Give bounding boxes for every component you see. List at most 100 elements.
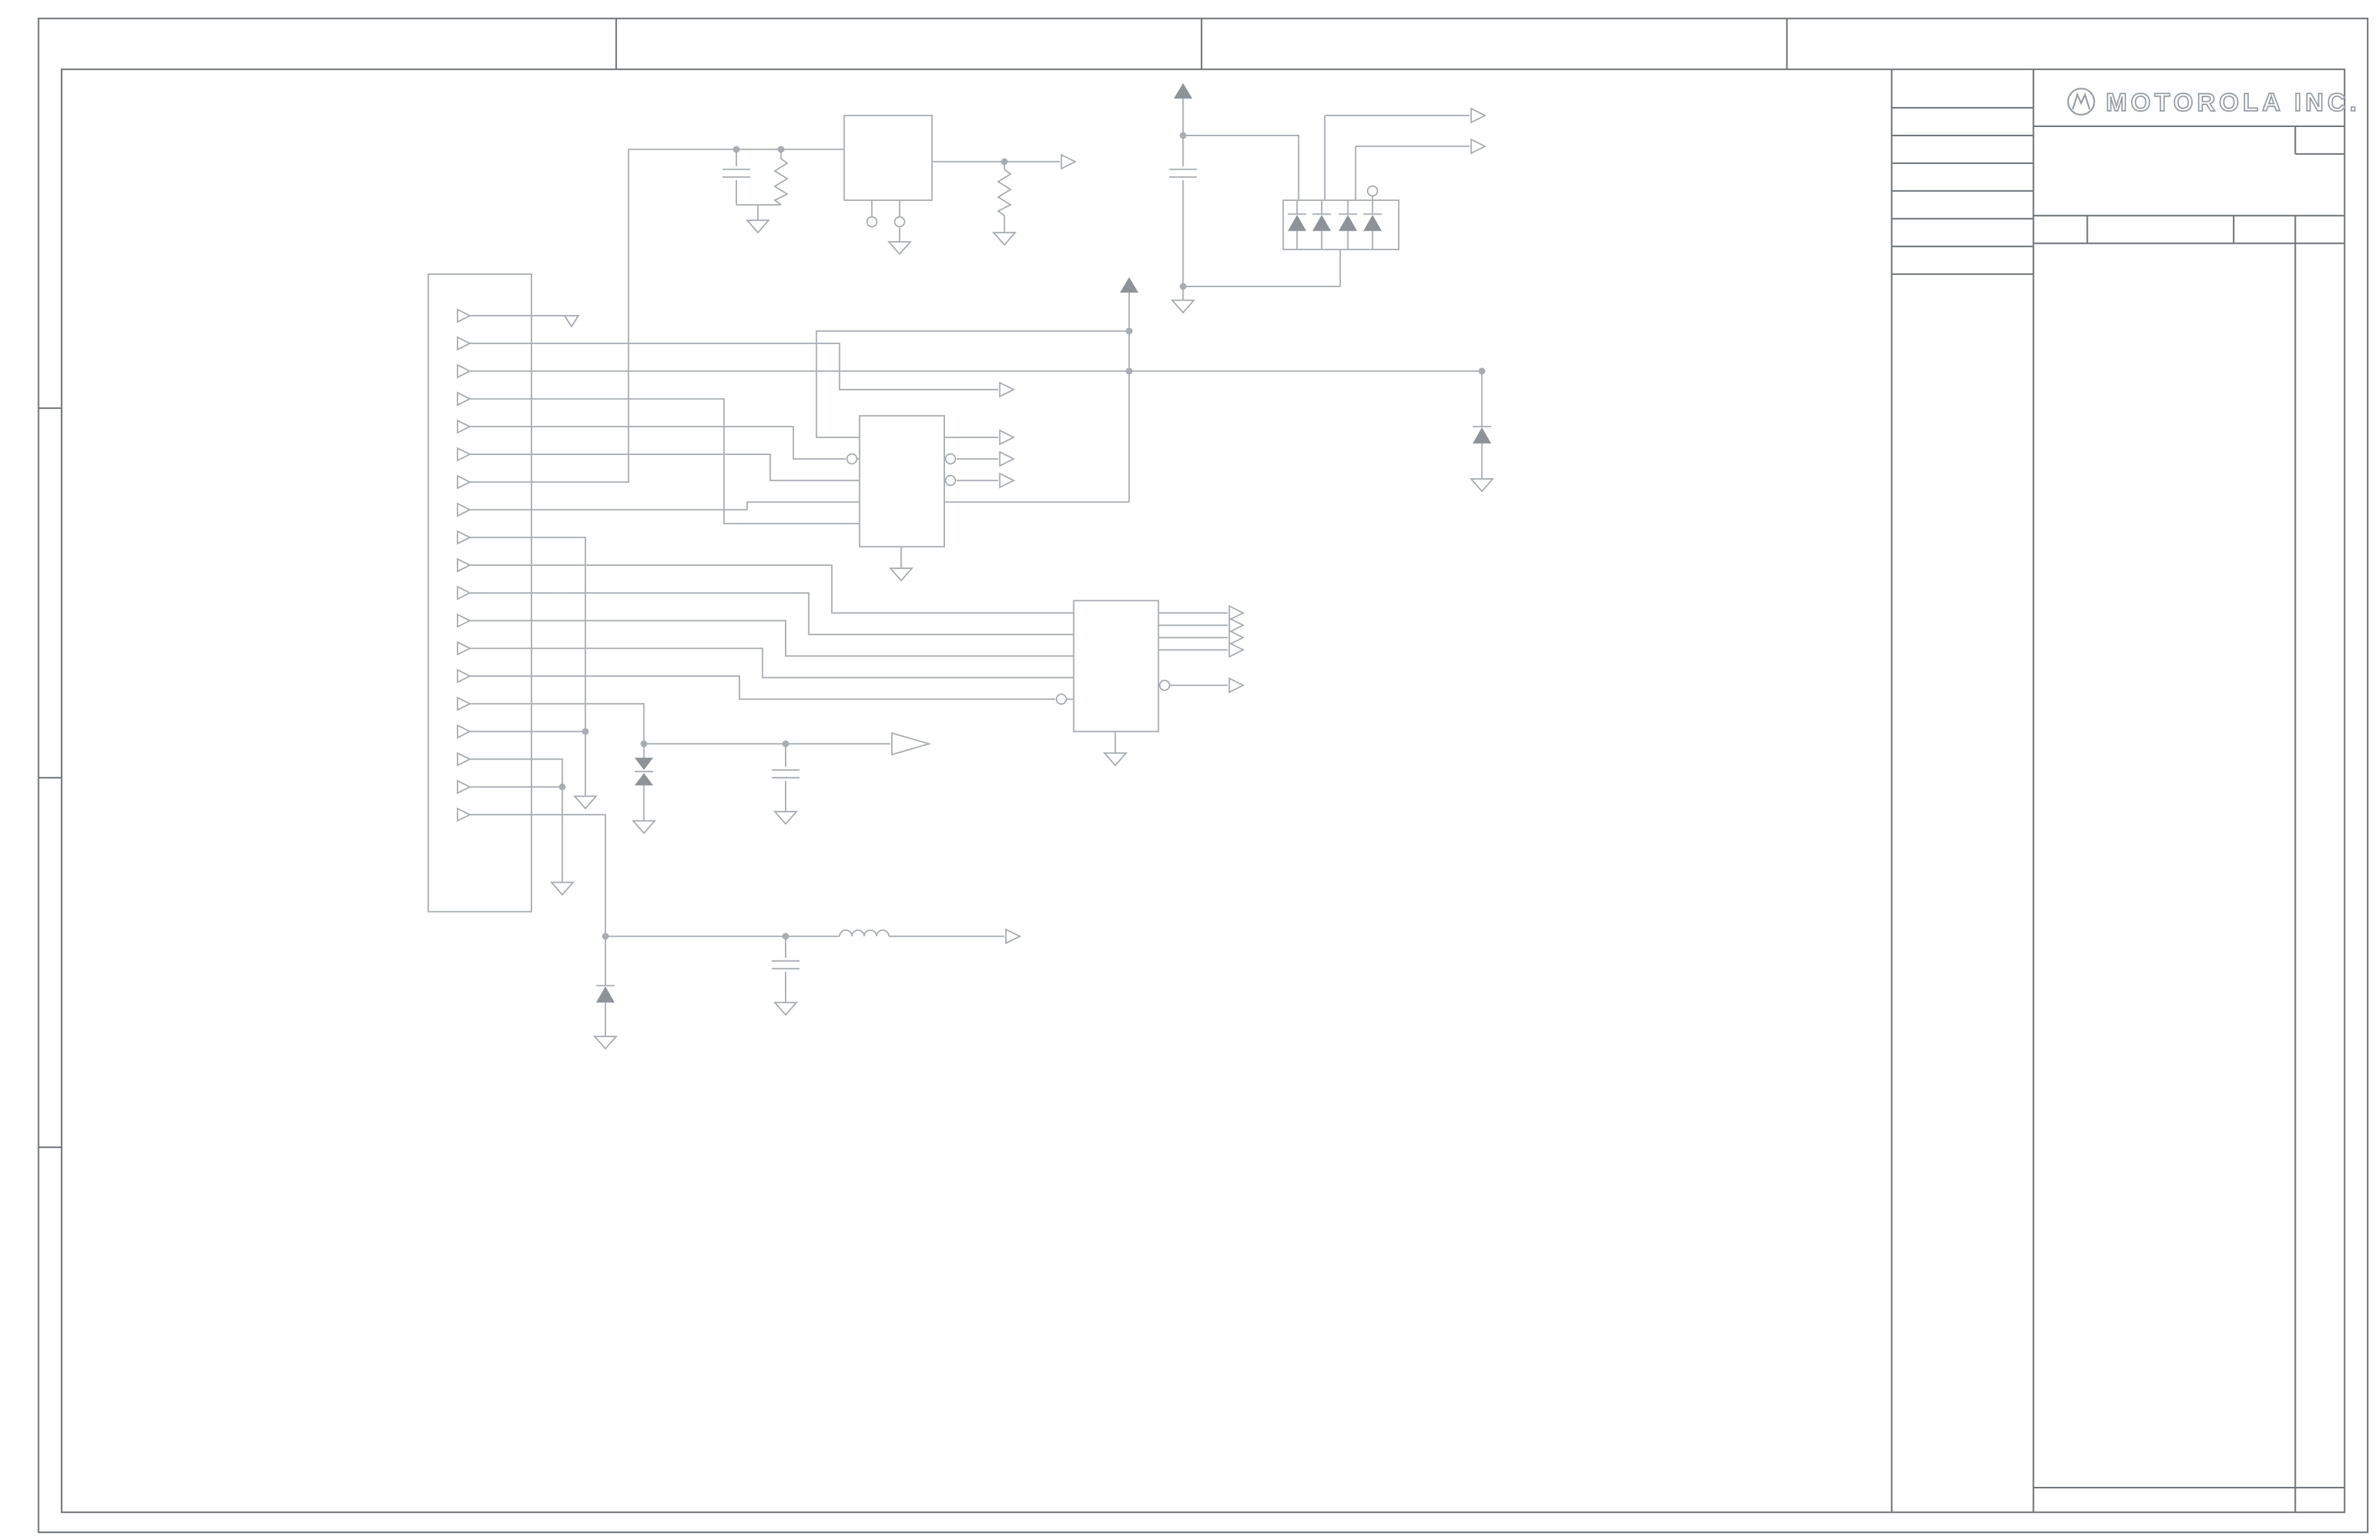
junction-dot <box>782 933 789 940</box>
connector-pin <box>456 447 533 461</box>
wire-group-top-nets <box>735 111 1483 472</box>
company-name: MOTOROLA INC. <box>2106 89 2361 117</box>
connector-pin <box>456 669 533 683</box>
pin-bubble-icon <box>1159 679 1171 691</box>
junction-dot <box>559 783 566 791</box>
diode-icon <box>1338 213 1359 232</box>
diode-icon <box>1287 213 1307 232</box>
pin-bubble-icon <box>894 216 905 228</box>
terminal-arrow-icon <box>1005 928 1021 944</box>
ground-icon <box>888 233 911 255</box>
junction-dot <box>732 146 740 153</box>
ground-icon <box>594 1028 617 1050</box>
terminal-arrow-icon <box>1228 642 1244 658</box>
connector-pin <box>456 391 533 406</box>
connector-pin <box>456 808 533 822</box>
terminal-arrow-large-icon <box>891 732 930 756</box>
connector-pin <box>456 780 533 794</box>
ground-icon <box>574 788 597 810</box>
ground-icon <box>889 559 913 581</box>
terminal-arrow-icon <box>999 472 1014 489</box>
junction-dot <box>782 740 789 747</box>
junction-dot <box>640 740 648 747</box>
ic-top <box>843 115 933 201</box>
connector-pin <box>456 502 533 517</box>
title-block: MOTOROLA INC. <box>1891 69 2361 1513</box>
resistor-icon <box>774 158 788 206</box>
power-arrow-icon <box>1172 82 1193 112</box>
junction-dot <box>601 933 609 940</box>
title-block-grid <box>1891 69 2345 1513</box>
wire-group-mid-nets <box>815 305 1130 561</box>
connector-pin <box>456 475 533 489</box>
terminal-arrow-icon <box>1060 154 1077 170</box>
motorola-m-glyph <box>2071 92 2091 110</box>
connector-pin <box>456 309 533 323</box>
terminal-arrow-icon <box>1470 108 1486 123</box>
terminal-arrow-icon <box>1228 605 1244 621</box>
no-connect-icon <box>563 315 579 327</box>
diode-icon <box>1362 213 1383 232</box>
schematic <box>427 82 1494 1050</box>
ground-icon <box>1470 470 1494 493</box>
ground-icon <box>1104 744 1127 766</box>
ground-icon <box>632 812 656 834</box>
inductor-icon <box>839 929 890 937</box>
pin-bubble-icon <box>1055 694 1068 705</box>
connector-pin <box>456 697 533 711</box>
connector-pin <box>456 641 533 655</box>
ground-icon <box>1171 292 1195 314</box>
junction-dot <box>1180 132 1187 139</box>
connector-pin <box>456 752 533 766</box>
wire-group-bottom-nets <box>604 612 1228 1029</box>
diode-array-box <box>1282 199 1400 250</box>
pin-bubble-icon <box>944 453 957 465</box>
ground-icon <box>774 803 797 825</box>
diode-icon <box>1311 213 1332 232</box>
junction-dot <box>1478 368 1486 375</box>
wire-group-connector-nets <box>531 148 1483 937</box>
diode-icon <box>1471 425 1492 445</box>
junction-dot <box>1001 158 1008 165</box>
connector-pin <box>456 530 533 544</box>
junction-dot <box>777 146 785 153</box>
pin-bubble-icon <box>846 453 858 465</box>
zone-ticks-top <box>615 18 1788 69</box>
connector-pin <box>456 613 533 628</box>
connector <box>427 273 533 913</box>
zone-ticks-left <box>38 407 62 1149</box>
pin-bubble-icon <box>944 474 957 486</box>
capacitor-icon <box>1168 169 1198 178</box>
ground-icon <box>550 874 574 896</box>
terminal-arrow-icon <box>1228 677 1244 694</box>
terminal-arrow-icon <box>999 451 1014 467</box>
terminal-arrow-icon <box>1228 617 1244 633</box>
terminal-arrow-icon <box>1228 629 1244 646</box>
connector-pin <box>456 558 533 572</box>
pin-bubble-icon <box>866 216 878 228</box>
terminal-arrow-icon <box>1470 138 1486 154</box>
wires <box>531 111 1483 1029</box>
junction-dot <box>1125 368 1133 375</box>
connector-pin <box>456 419 533 434</box>
connector-pin <box>456 336 533 351</box>
junction-dot <box>1180 283 1187 290</box>
inner-border <box>60 68 2346 1513</box>
ground-icon <box>746 211 770 233</box>
capacitor-icon <box>771 960 800 970</box>
connector-pin <box>456 725 533 739</box>
motorola-m-icon <box>2067 88 2095 116</box>
sheet-border <box>38 18 2369 1534</box>
ic-mid <box>859 415 945 548</box>
pin-bubble-icon <box>1366 185 1379 197</box>
power-arrow-icon <box>1119 276 1139 306</box>
terminal-arrow-icon <box>999 430 1014 445</box>
outer-border <box>38 18 2369 1534</box>
connector-pin <box>456 586 533 600</box>
resistor-icon <box>998 169 1012 216</box>
ground-icon <box>774 994 797 1016</box>
zener-pair-icon <box>635 757 653 786</box>
terminal-arrow-icon <box>999 382 1014 397</box>
motorola-logo: MOTOROLA INC. <box>2067 88 2361 117</box>
